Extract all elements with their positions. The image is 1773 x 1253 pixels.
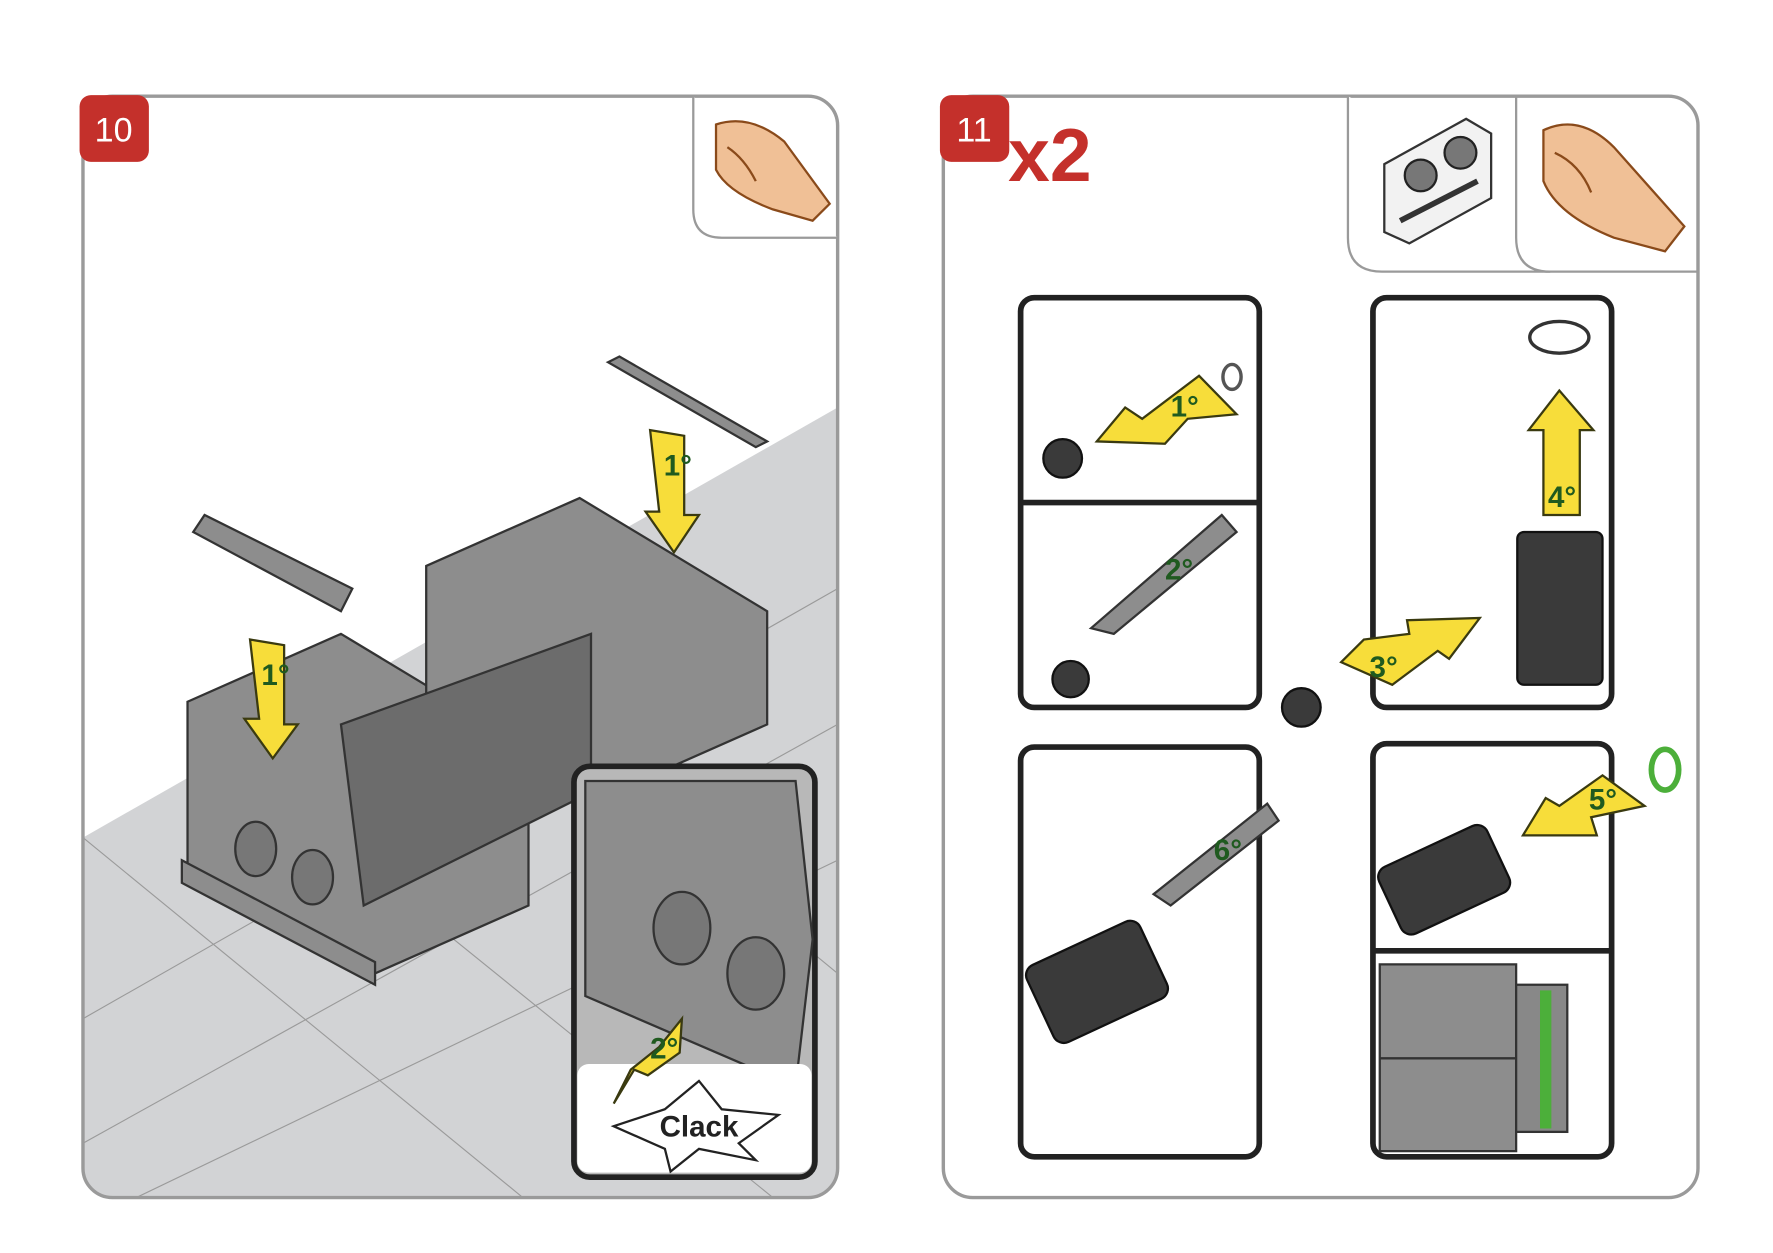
grease-tube-icon — [1088, 513, 1239, 636]
arrow-step-1-left: 1° — [242, 638, 301, 761]
fitting-closeup — [1378, 963, 1569, 1153]
hand-press-icon — [714, 120, 832, 222]
detail-inset: 2° Clack — [571, 763, 818, 1180]
connector-icon — [1042, 438, 1084, 479]
quantity-multiplier: x2 — [1008, 113, 1091, 197]
fitting-icon — [1516, 530, 1604, 686]
arrow-step-3 — [1339, 616, 1483, 687]
step-badge — [939, 95, 1010, 162]
arrow-step-5 — [1520, 773, 1648, 837]
step-number: 11 — [956, 112, 991, 150]
svg-text:2°: 2° — [1165, 554, 1193, 587]
grease-kit-icon — [1383, 117, 1493, 245]
seal-ring-icon — [1528, 319, 1591, 355]
svg-text:1°: 1° — [664, 449, 692, 482]
clack-burst — [610, 1079, 782, 1174]
green-o-ring-icon — [1648, 746, 1682, 793]
svg-text:1°: 1° — [261, 659, 289, 692]
clack-label: Clack — [660, 1110, 739, 1143]
manifold-assembly — [180, 355, 770, 987]
svg-text:5°: 5° — [1589, 783, 1617, 816]
svg-text:4°: 4° — [1548, 481, 1576, 514]
svg-text:6°: 6° — [1214, 834, 1242, 867]
svg-text:3°: 3° — [1370, 651, 1398, 684]
o-ring-icon — [1221, 362, 1243, 392]
arrow-step-1 — [1094, 374, 1240, 445]
step-10-panel: 10 1° 1° 2° — [79, 94, 840, 1200]
svg-text:1°: 1° — [1171, 391, 1199, 424]
svg-text:2°: 2° — [650, 1032, 678, 1065]
step-number: 10 — [95, 112, 133, 150]
step-11-panel: 11 x2 1° 2° 4° 3° 6° 5° — [939, 94, 1700, 1200]
hand-press-icon — [1542, 123, 1686, 253]
arrow-step-1-right: 1° — [643, 428, 702, 555]
step-badge — [79, 95, 149, 162]
arrow-step-4 — [1526, 388, 1596, 517]
